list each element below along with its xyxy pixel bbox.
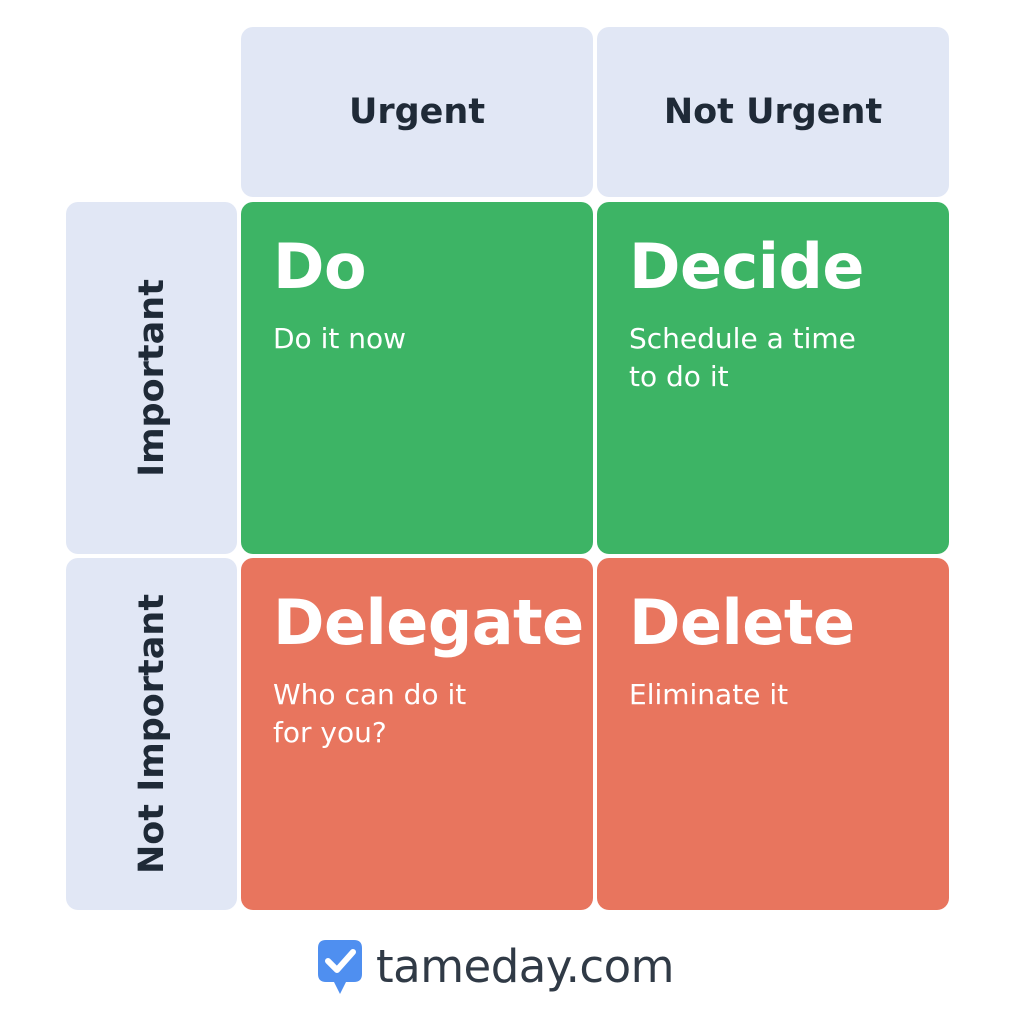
quadrant-delegate: Delegate Who can do it for you? <box>241 558 593 910</box>
row-label-important: Important <box>131 279 172 477</box>
quadrant-do-subtitle: Do it now <box>273 322 407 355</box>
column-header-not-urgent: Not Urgent <box>597 27 949 197</box>
column-header-urgent: Urgent <box>241 27 593 197</box>
column-label-urgent: Urgent <box>348 92 486 132</box>
quadrant-do: Do Do it now <box>241 202 593 554</box>
row-header-important: Important <box>66 202 237 554</box>
checkmark-speech-bubble-icon <box>318 940 362 994</box>
row-header-not-important: Not Important <box>66 558 237 910</box>
quadrant-do-title: Do <box>273 230 367 303</box>
column-label-not-urgent: Not Urgent <box>663 92 883 132</box>
quadrant-delete-title: Delete <box>629 586 855 659</box>
quadrant-decide-title: Decide <box>629 230 864 303</box>
footer-brand[interactable]: tameday.com <box>316 936 675 996</box>
quadrant-delegate-subtitle: Who can do it for you? <box>273 678 467 749</box>
quadrant-delete-subtitle: Eliminate it <box>629 678 789 711</box>
quadrant-decide-subtitle: Schedule a time to do it <box>629 322 856 393</box>
quadrant-delegate-title: Delegate <box>273 586 584 659</box>
row-label-not-important: Not Important <box>131 593 172 875</box>
brand-name: tameday.com <box>376 939 675 993</box>
quadrant-delete: Delete Eliminate it <box>597 558 949 910</box>
quadrant-decide: Decide Schedule a time to do it <box>597 202 949 554</box>
